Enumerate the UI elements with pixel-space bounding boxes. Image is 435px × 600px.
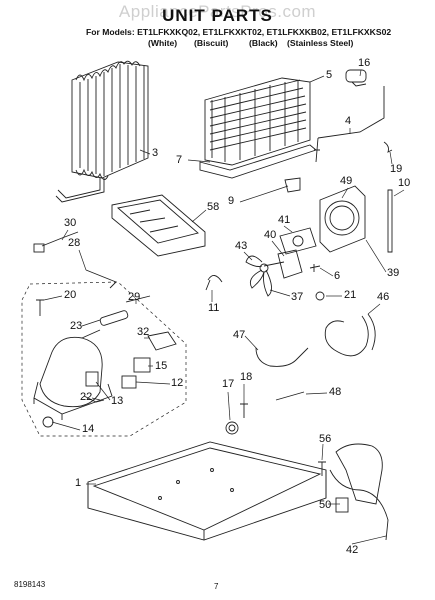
callout-18: 18 [240,371,253,383]
callout-43: 43 [235,240,248,252]
callout-46: 46 [377,291,390,303]
doc-number: 8198143 [14,580,46,589]
callout-39: 39 [387,267,400,279]
callout-5: 5 [326,69,333,81]
callout-16: 16 [358,57,371,69]
callout-9: 9 [228,195,235,207]
callout-48: 48 [329,386,342,398]
callout-49: 49 [340,175,353,187]
callout-19: 19 [390,163,403,175]
callout-23: 23 [70,320,83,332]
page-title: UNIT PARTS [162,6,273,25]
callout-6: 6 [334,270,341,282]
page-number: 7 [214,582,219,591]
callout-21: 21 [344,289,357,301]
callout-1: 1 [75,477,82,489]
callout-10: 10 [398,177,411,189]
callout-11: 11 [208,302,220,314]
callout-22: 22 [80,391,93,403]
callout-58: 58 [207,201,220,213]
color-stainless: (Stainless Steel) [287,38,354,48]
callout-56: 56 [319,433,332,445]
callout-15: 15 [155,360,168,372]
models-line: For Models: ET1LFKXKQ02, ET1LFKXKT02, ET… [86,27,392,37]
evaporator-drawing [199,77,317,179]
callout-40: 40 [264,229,277,241]
base-pan-drawing [87,441,327,541]
compressor-drawing [33,336,113,428]
callout-28: 28 [68,237,81,249]
color-white: (White) [148,38,178,48]
callout-41: 41 [278,214,291,226]
callout-13: 13 [111,395,124,407]
callout-3: 3 [152,147,159,159]
color-black: (Black) [249,38,278,48]
condenser-coil-drawing [55,60,149,203]
callout-20: 20 [64,289,77,301]
callout-14: 14 [82,423,95,435]
color-biscuit: (Biscuit) [194,38,229,48]
callout-50: 50 [319,499,332,511]
watermark: AppliancePartsPros.com [118,2,317,21]
callout-12: 12 [171,377,184,389]
callout-17: 17 [222,378,235,390]
callout-37: 37 [291,291,304,303]
callout-47: 47 [233,329,246,341]
callout-32: 32 [137,326,150,338]
callout-30: 30 [64,217,77,229]
callout-4: 4 [345,115,352,127]
callout-42: 42 [346,544,359,556]
callout-7: 7 [176,154,183,166]
